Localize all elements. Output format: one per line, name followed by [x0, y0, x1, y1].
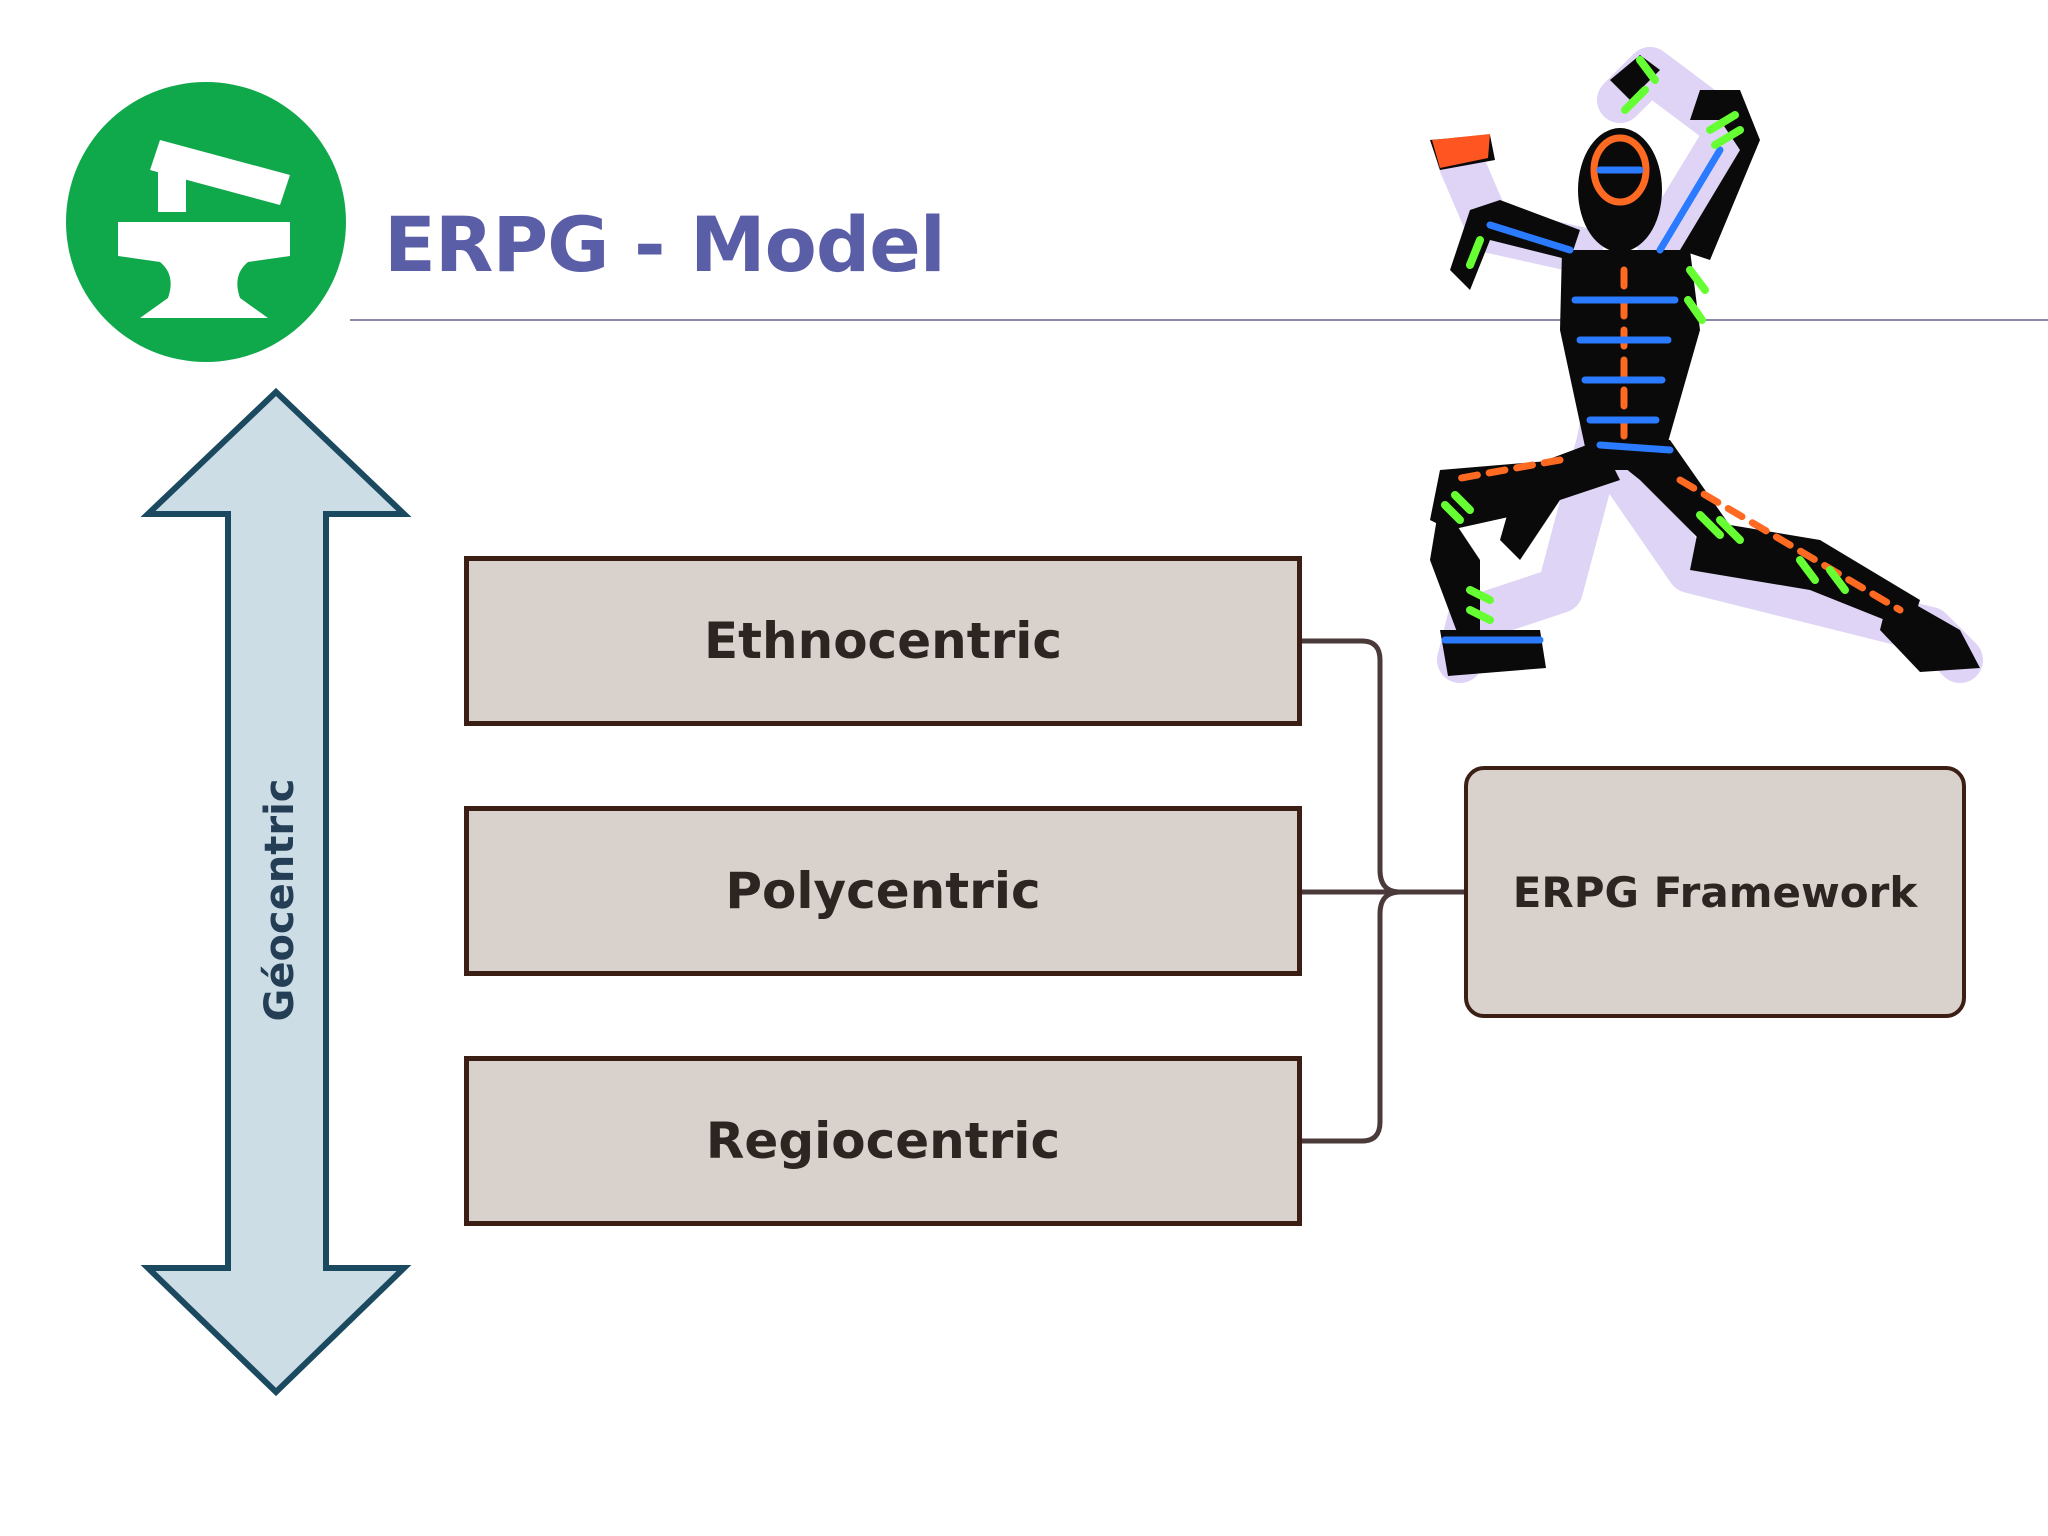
- connector-lines: [1302, 638, 1464, 1144]
- regiocentric-box: Regiocentric: [464, 1056, 1302, 1226]
- geocentric-arrow: [140, 387, 412, 1397]
- ethnocentric-box: Ethnocentric: [464, 556, 1302, 726]
- glowing-dancer-figure: [1430, 47, 1983, 683]
- anvil-hammer-icon: [66, 82, 346, 362]
- polycentric-box: Polycentric: [464, 806, 1302, 976]
- erpg-framework-box: ERPG Framework: [1464, 766, 1966, 1018]
- geocentric-label: Géocentric: [257, 778, 303, 1022]
- page-title: ERPG - Model: [384, 200, 946, 289]
